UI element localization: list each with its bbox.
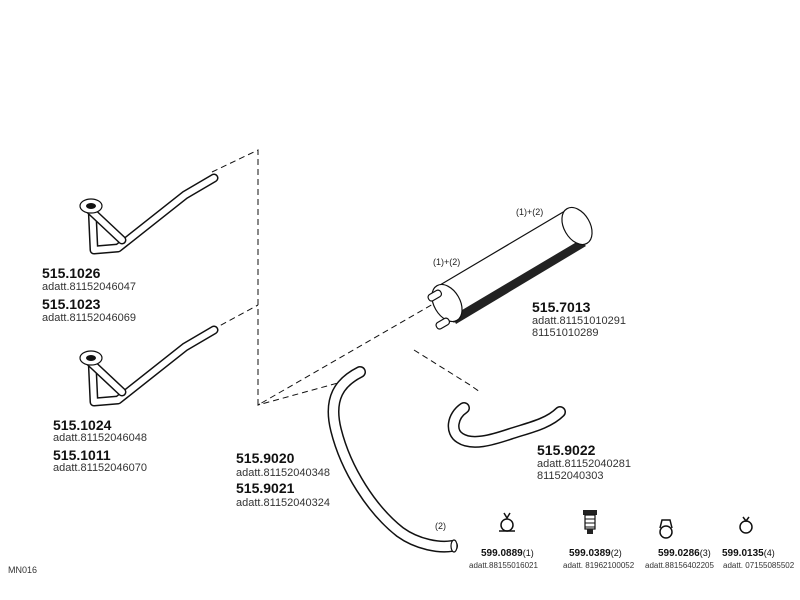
small-part-ref: adatt.88155016021 [469, 561, 538, 570]
part-ref-alt: 81152040303 [537, 470, 604, 482]
small-part-ref: adatt. 07155085502 [723, 561, 795, 570]
part-ref: adatt.81151010291 [532, 315, 626, 327]
clamp-icon [499, 512, 515, 532]
tail-pipe-515-9022 [447, 402, 566, 448]
part-number-515-1023: 515.1023 [42, 296, 101, 312]
part-ref: adatt.81152040281 [537, 458, 631, 470]
small-part-number-599-0286: 599.0286(3) [658, 548, 711, 559]
part-ref-alt: 81151010289 [532, 327, 599, 339]
tailpipe-note: (2) [435, 521, 446, 531]
part-ref: adatt.81152046070 [53, 462, 147, 474]
small-part-ref: adatt.88156402205 [645, 561, 714, 570]
middle-pipe-515-9020 [327, 366, 458, 553]
part-ref: adatt.81152040324 [236, 497, 330, 509]
small-part-number-599-0389: 599.0389(2) [569, 548, 622, 559]
part-ref: adatt.81152046047 [42, 281, 136, 293]
rubber-mount-icon [583, 510, 597, 534]
part-number-515-9022: 515.9022 [537, 442, 596, 458]
part-number-515-9021: 515.9021 [236, 480, 295, 496]
dashed-assembly-lines [211, 149, 481, 406]
clamp-icon [659, 519, 673, 539]
part-number-515-1024: 515.1024 [53, 417, 112, 433]
small-part-number-599-0135: 599.0135(4) [722, 548, 775, 559]
diagram-code: MN016 [8, 565, 38, 575]
muffler-515-7013 [427, 206, 593, 330]
clamp-icon [739, 516, 753, 534]
flange-icon [79, 198, 103, 214]
part-ref: adatt.81152046069 [42, 312, 136, 324]
flange-icon [79, 350, 103, 366]
small-part-ref: adatt. 81962100052 [563, 561, 635, 570]
part-number-515-1026: 515.1026 [42, 265, 101, 281]
part-ref: adatt.81152046048 [53, 432, 147, 444]
front-pipe-515-1026 [85, 173, 219, 255]
small-part-number-599-0889: 599.0889(1) [481, 548, 534, 559]
part-number-515-9020: 515.9020 [236, 450, 295, 466]
part-ref: adatt.81152040348 [236, 467, 330, 479]
pipe-end-icon [450, 539, 458, 553]
muffler-note-top: (1)+(2) [516, 207, 544, 217]
muffler-note-left: (1)+(2) [433, 257, 461, 267]
part-number-515-7013: 515.7013 [532, 299, 591, 315]
part-number-515-1011: 515.1011 [53, 447, 111, 463]
front-pipe-515-1024 [85, 325, 219, 407]
